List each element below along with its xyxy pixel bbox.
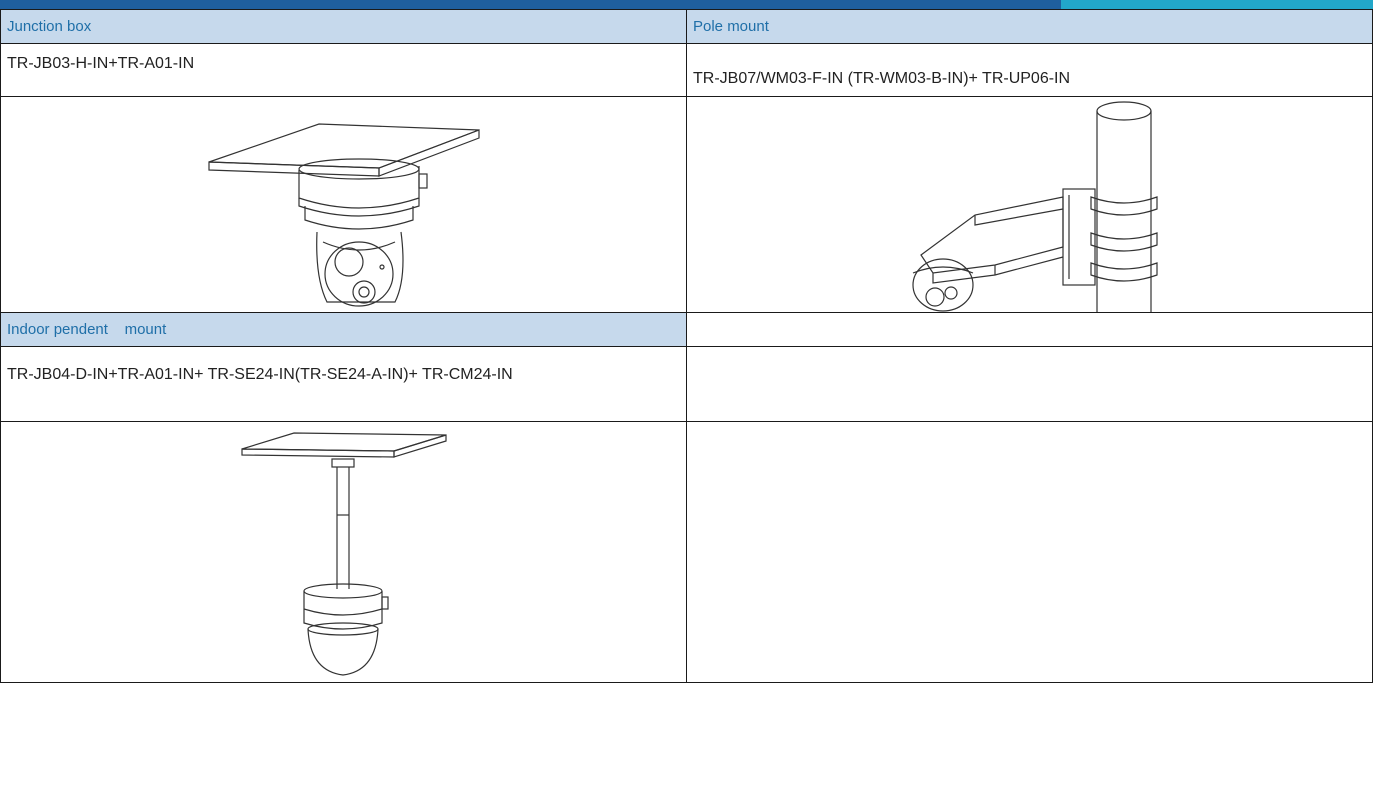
table-row [0, 96, 1373, 313]
pole-mount-header: Pole mount [686, 9, 1373, 44]
junction-box-image-cell [0, 96, 687, 313]
top-banner-bar [0, 0, 1373, 9]
table-row: TR-JB03-H-IN+TR-A01-IN TR-JB07/WM03-F-IN… [0, 43, 1373, 97]
table-row [0, 421, 1373, 683]
table-row: Indoor pendent mount [0, 312, 1373, 347]
indoor-pendent-mount-model: TR-JB04-D-IN+TR-A01-IN+ TR-SE24-IN(TR-SE… [7, 366, 513, 383]
pole-mount-model-cell: TR-JB07/WM03-F-IN (TR-WM03-B-IN)+ TR-UP0… [686, 43, 1373, 97]
dome-camera-pole-mount-illustration [911, 101, 1158, 312]
indoor-pendent-image-cell [0, 421, 687, 683]
empty-header-cell [686, 312, 1373, 347]
empty-image-cell [686, 421, 1373, 683]
table-row: Junction box Pole mount [0, 9, 1373, 44]
indoor-pendent-mount-title: Indoor pendent mount [7, 321, 167, 338]
top-banner-accent [1061, 0, 1373, 9]
empty-model-cell [686, 346, 1373, 422]
pole-mount-model: TR-JB07/WM03-F-IN (TR-WM03-B-IN)+ TR-UP0… [693, 70, 1071, 87]
indoor-pendent-mount-header: Indoor pendent mount [0, 312, 687, 347]
dome-camera-junction-box-illustration [207, 123, 480, 307]
junction-box-title: Junction box [7, 18, 92, 35]
pole-mount-title: Pole mount [693, 18, 769, 35]
accessory-table: Junction box Pole mount TR-JB03-H-IN+TR-… [0, 9, 1373, 683]
table-row: TR-JB04-D-IN+TR-A01-IN+ TR-SE24-IN(TR-SE… [0, 346, 1373, 422]
junction-box-model: TR-JB03-H-IN+TR-A01-IN [7, 55, 195, 72]
pole-mount-image-cell [686, 96, 1373, 313]
junction-box-model-cell: TR-JB03-H-IN+TR-A01-IN [0, 43, 687, 97]
indoor-pendent-model-cell: TR-JB04-D-IN+TR-A01-IN+ TR-SE24-IN(TR-SE… [0, 346, 687, 422]
junction-box-header: Junction box [0, 9, 687, 44]
dome-camera-pendent-mount-illustration [240, 432, 447, 676]
